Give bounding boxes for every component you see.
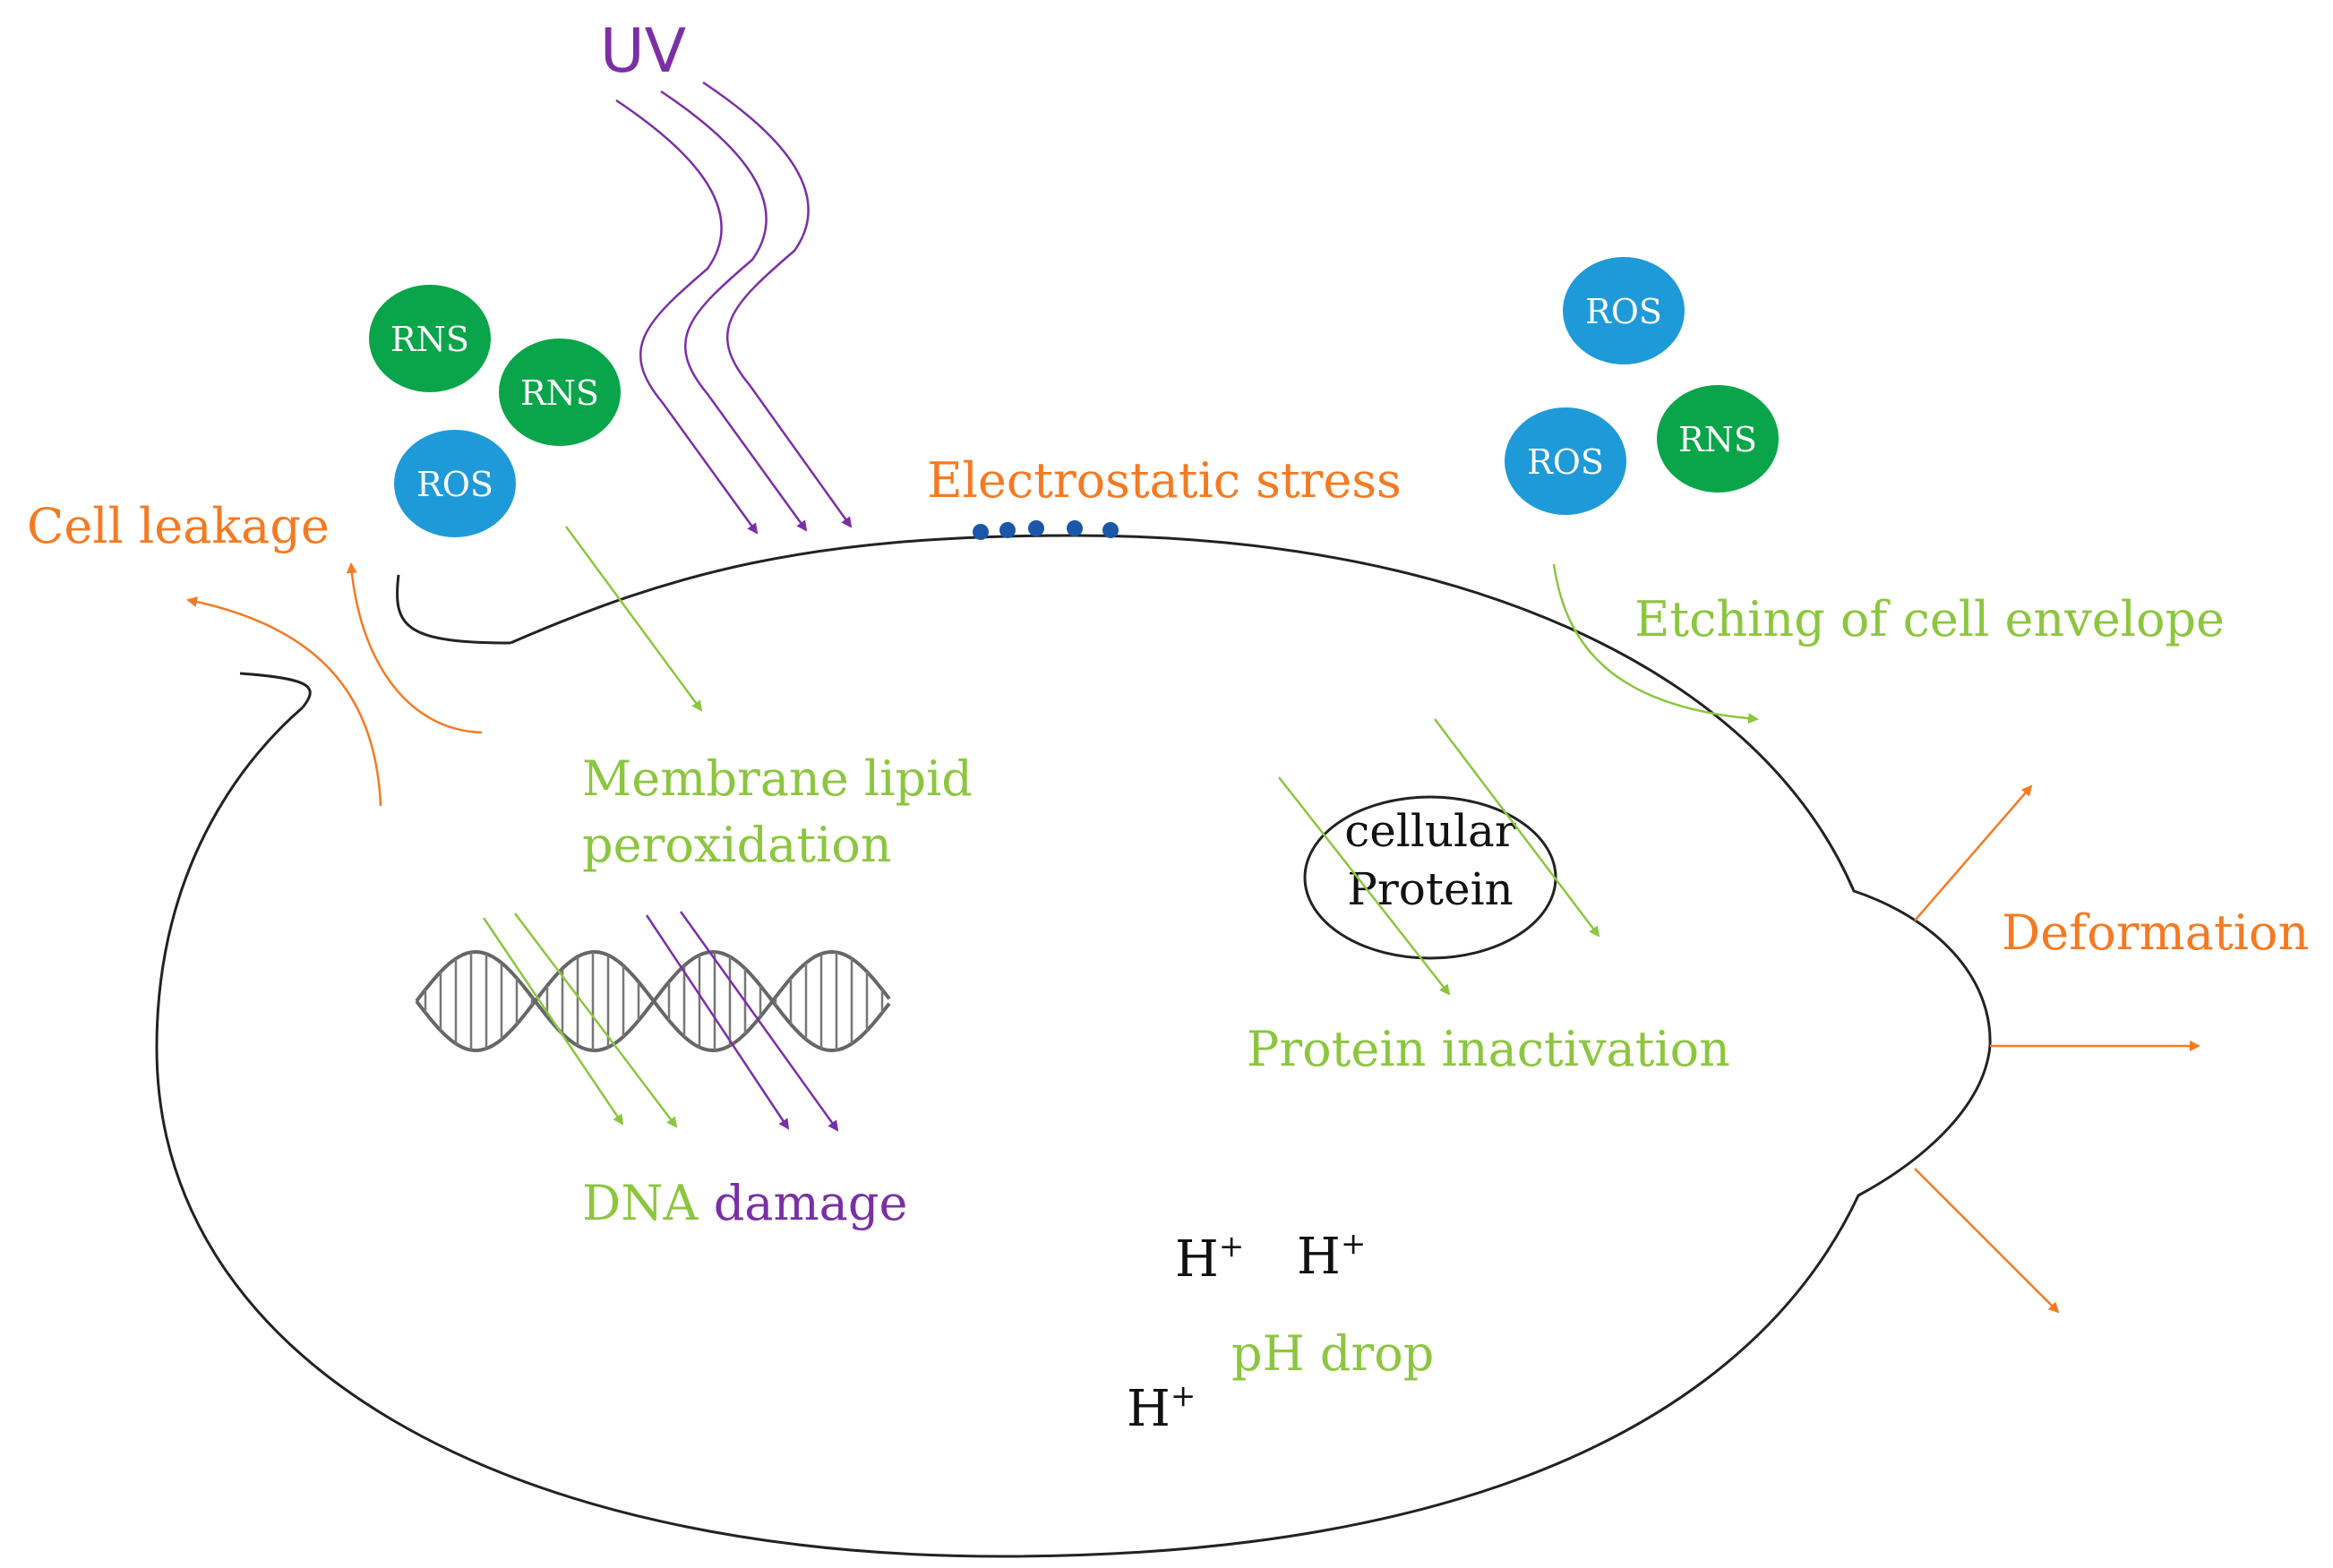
protein-arrow-1 — [1278, 776, 1451, 996]
deformation-label: Deformation — [2002, 904, 2309, 961]
membrane-tear-lower — [239, 672, 312, 708]
cell-membrane — [155, 534, 1992, 1558]
deformation-arrow-down — [1914, 1168, 2060, 1314]
ph-drop-label: pH drop — [1231, 1325, 1434, 1382]
charge-dots-icon — [973, 520, 1119, 540]
ros-label-3: ROS — [1527, 442, 1604, 482]
deformation-arrow-up — [1914, 784, 2033, 921]
electrostatic-stress-label: Electrostatic stress — [927, 452, 1402, 509]
dna-arrow-green-1 — [482, 917, 624, 1126]
etching-arrow — [1552, 563, 1759, 724]
dna-damage-label: DNA damage — [582, 1175, 907, 1231]
dna-word: DNA — [582, 1175, 699, 1231]
uv-wave-icon — [615, 81, 853, 535]
ros-label-2: ROS — [1585, 292, 1662, 331]
uv-label: UV — [600, 16, 686, 87]
protein-arrow-2 — [1434, 718, 1600, 938]
dna-helix-icon — [415, 949, 891, 1053]
membrane-label-line2: peroxidation — [582, 817, 892, 873]
dna-arrow-purple-1 — [645, 914, 790, 1130]
rns-particle-2: RNS — [499, 338, 621, 446]
h-ion-3: H+ — [1127, 1378, 1196, 1438]
rns-label-2: RNS — [520, 373, 599, 413]
rns-label-1: RNS — [390, 320, 469, 359]
leakage-arrow-2 — [346, 562, 483, 734]
protein-inactivation-label: Protein inactivation — [1247, 1021, 1730, 1077]
membrane-tear-upper — [396, 574, 511, 645]
protein-label-line2: Protein — [1347, 863, 1514, 915]
protein-label-line1: cellular — [1344, 805, 1516, 857]
dna-arrow-purple-2 — [679, 911, 839, 1132]
uv-wave-1 — [615, 99, 759, 535]
damage-word: damage — [714, 1175, 908, 1231]
dna-damage-arrows — [482, 911, 839, 1132]
h-ion-2: H+ — [1297, 1226, 1366, 1286]
etching-label: Etching of cell envelope — [1634, 591, 2225, 647]
rns-particle-3: RNS — [1657, 385, 1779, 493]
rns-particle-1: RNS — [369, 285, 491, 392]
h-ion-1: H+ — [1175, 1229, 1244, 1289]
dna-arrow-green-2 — [514, 913, 678, 1128]
membrane-label-line1: Membrane lipid — [582, 750, 973, 807]
ros-particle-2: ROS — [1563, 257, 1685, 364]
dna-strand-2 — [415, 949, 891, 1053]
uv-wave-3 — [702, 81, 853, 528]
peroxidation-arrow — [564, 526, 703, 712]
rns-label-3: RNS — [1678, 420, 1757, 459]
leakage-arrow-1 — [186, 596, 382, 807]
ros-label-1: ROS — [416, 465, 493, 504]
ros-particle-3: ROS — [1505, 407, 1626, 515]
cell-leakage-label: Cell leakage — [27, 498, 330, 554]
uv-wave-2 — [660, 90, 808, 532]
ros-particle-1: ROS — [394, 430, 516, 537]
